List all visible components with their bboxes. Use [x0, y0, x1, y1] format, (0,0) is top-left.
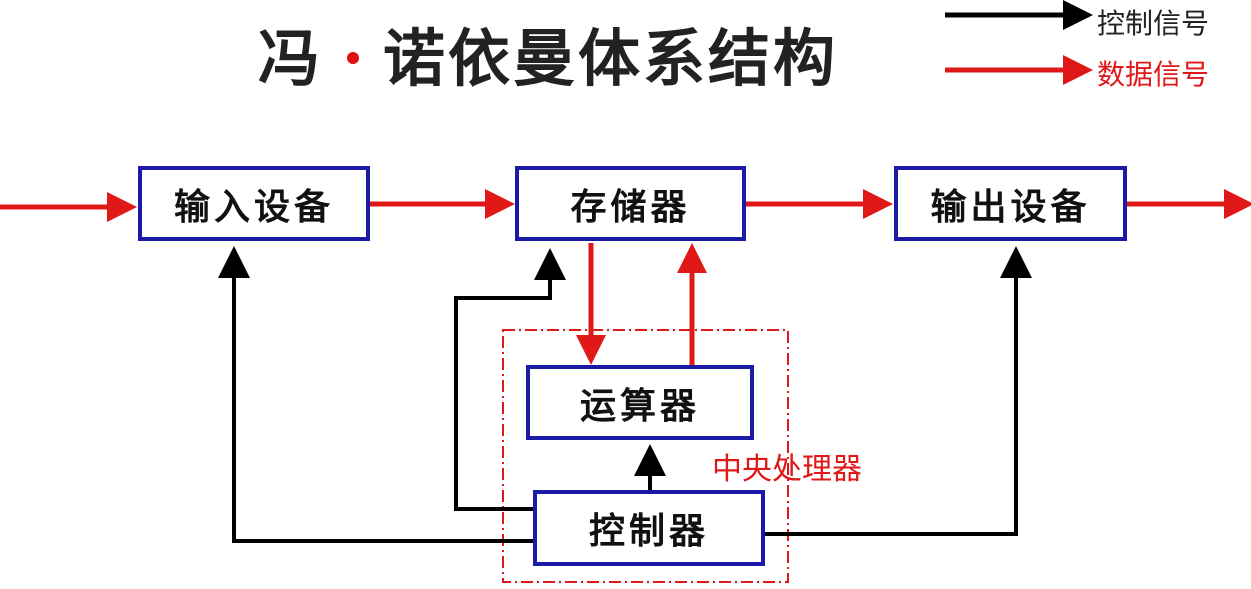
control-arrow-to-memory [454, 248, 566, 511]
memory-box: 存储器 [515, 166, 746, 241]
cpu-label: 中央处理器 [712, 452, 862, 487]
alu-box: 运算器 [526, 365, 754, 440]
title-dot [347, 51, 360, 64]
title-part2: 诺依曼体系结构 [383, 22, 839, 95]
legend-control-label: 控制信号 [1097, 7, 1210, 40]
controller-box: 控制器 [533, 490, 765, 566]
diagram-title: 冯诺依曼体系结构 [258, 8, 838, 98]
control-arrow-to-output [765, 246, 1032, 536]
input-device-box: 输入设备 [138, 166, 370, 241]
cpu-boundary [502, 329, 789, 583]
output-device-box: 输出设备 [894, 166, 1127, 241]
control-arrow-to-input [218, 246, 533, 543]
title-part1: 冯 [258, 22, 324, 95]
legend-data-label: 数据信号 [1097, 58, 1210, 91]
